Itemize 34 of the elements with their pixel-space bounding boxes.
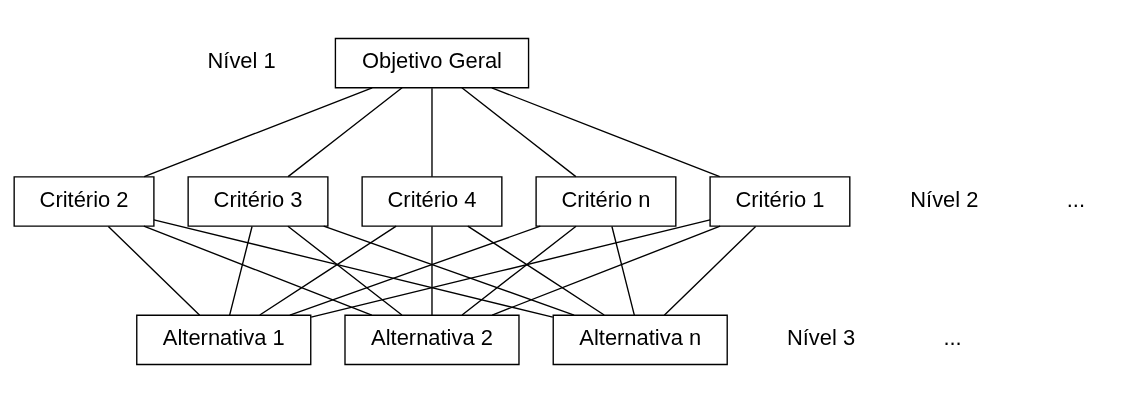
connector	[461, 87, 577, 178]
label: Nível 2	[910, 186, 979, 212]
label: Nível 1	[207, 48, 276, 74]
node-box: Critério 1	[709, 176, 851, 227]
node-box: Alternativa 1	[136, 314, 312, 366]
node-box: Objetivo Geral	[334, 37, 530, 89]
connector	[323, 225, 575, 316]
connector	[467, 225, 605, 316]
node-box: Critério 4	[361, 176, 503, 227]
connector	[259, 225, 397, 316]
connector	[461, 225, 577, 316]
connector	[228, 225, 253, 316]
connector	[663, 225, 757, 316]
connector	[143, 87, 373, 178]
connector	[287, 87, 403, 178]
connector	[310, 219, 711, 318]
node-box: Alternativa n	[552, 314, 728, 366]
connector	[287, 225, 403, 316]
node-box: Critério n	[535, 176, 677, 227]
connector	[491, 87, 721, 178]
label: ...	[1066, 186, 1085, 212]
connector	[431, 225, 433, 316]
connector	[491, 225, 721, 316]
node-box: Critério 2	[13, 176, 155, 227]
connector	[289, 225, 541, 316]
node-box: Alternativa 2	[344, 314, 520, 366]
connector	[611, 225, 635, 316]
label: ...	[943, 325, 962, 351]
connector	[431, 87, 433, 178]
connector	[107, 225, 201, 316]
connector	[153, 219, 554, 318]
node-box: Critério 3	[187, 176, 329, 227]
label: Nível 3	[786, 325, 856, 351]
connector	[143, 225, 373, 316]
